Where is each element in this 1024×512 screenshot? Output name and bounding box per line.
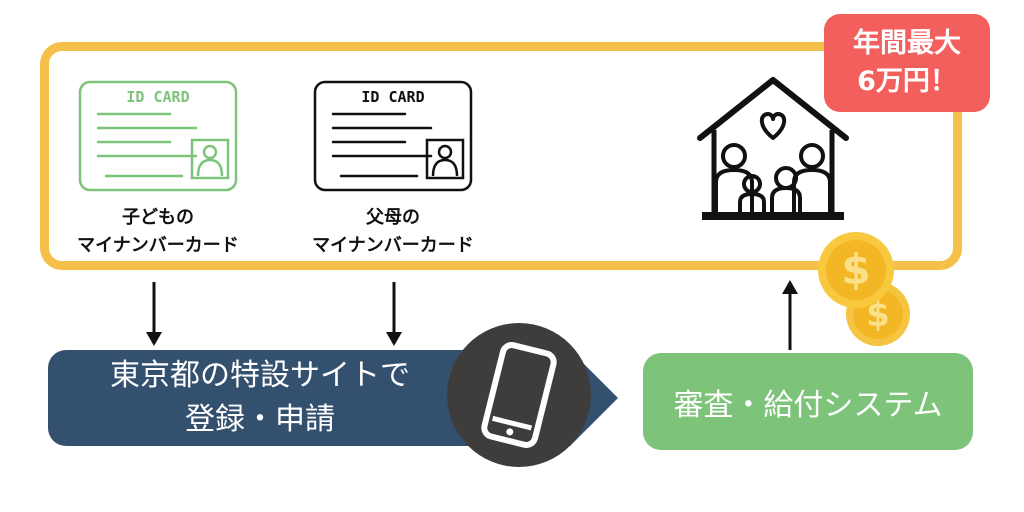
max-amount-badge: 年間最大 6万円！ — [824, 14, 990, 112]
child-card-title: ID CARD — [126, 88, 189, 106]
review-system-box: 審査・給付システム — [643, 353, 973, 450]
dollar-coin-icon: $ $ — [818, 232, 910, 346]
child-id-card-icon: ID CARD — [78, 80, 238, 192]
parent-card-label-line2: マイナンバーカード — [312, 235, 474, 256]
badge-line2: 6万円！ — [857, 66, 957, 97]
child-card-label: 子どもの マイナンバーカード — [28, 204, 288, 260]
parent-id-card-icon: ID CARD — [313, 80, 473, 192]
parent-card-label: 父母の マイナンバーカード — [263, 204, 523, 260]
child-card-label-line2: マイナンバーカード — [77, 235, 239, 256]
parent-card-label-line1: 父母の — [366, 207, 420, 228]
register-step-line1: 東京都の特設サイトで — [110, 358, 410, 393]
register-step-line2: 登録・申請 — [185, 402, 335, 437]
svg-text:$: $ — [866, 295, 890, 335]
parent-card-title: ID CARD — [361, 88, 424, 106]
family-frame — [40, 42, 962, 270]
review-system-label: 審査・給付システム — [673, 387, 943, 423]
svg-text:$: $ — [841, 245, 870, 294]
badge-line1: 年間最大 — [853, 28, 961, 59]
register-step-text: 東京都の特設サイトで 登録・申請 — [60, 354, 460, 442]
child-card-label-line1: 子どもの — [122, 207, 194, 228]
family-house-icon — [697, 77, 849, 220]
smartphone-icon — [447, 323, 591, 467]
